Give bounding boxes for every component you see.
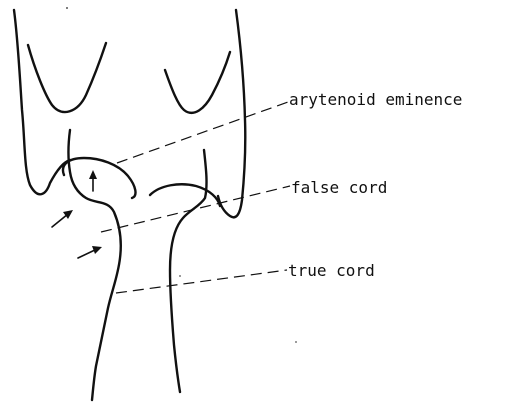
- right-upper-curve: [165, 52, 230, 113]
- right-outer-wall: [218, 10, 245, 217]
- arytenoid-eminence-bulge: [63, 158, 136, 198]
- arrow-up-icon: [89, 170, 97, 191]
- label-arytenoid-eminence: arytenoid eminence: [289, 91, 462, 109]
- scan-speck: [179, 275, 181, 277]
- right-channel-wall: [170, 150, 207, 392]
- left-outer-wall: [14, 10, 70, 194]
- leader-arytenoid-eminence: [117, 102, 288, 163]
- label-true-cord: true cord: [288, 262, 375, 280]
- left-channel-wall: [69, 130, 121, 400]
- arrow-left-upper-icon: [52, 210, 73, 227]
- left-upper-curve: [28, 43, 106, 112]
- right-false-cord-curve: [150, 184, 220, 206]
- leader-false-cord: [101, 186, 290, 232]
- leader-true-cord: [116, 270, 287, 293]
- arrow-left-lower-icon: [78, 246, 102, 258]
- label-false-cord: false cord: [291, 179, 387, 197]
- scan-speck: [66, 7, 68, 9]
- scan-speck: [295, 341, 297, 343]
